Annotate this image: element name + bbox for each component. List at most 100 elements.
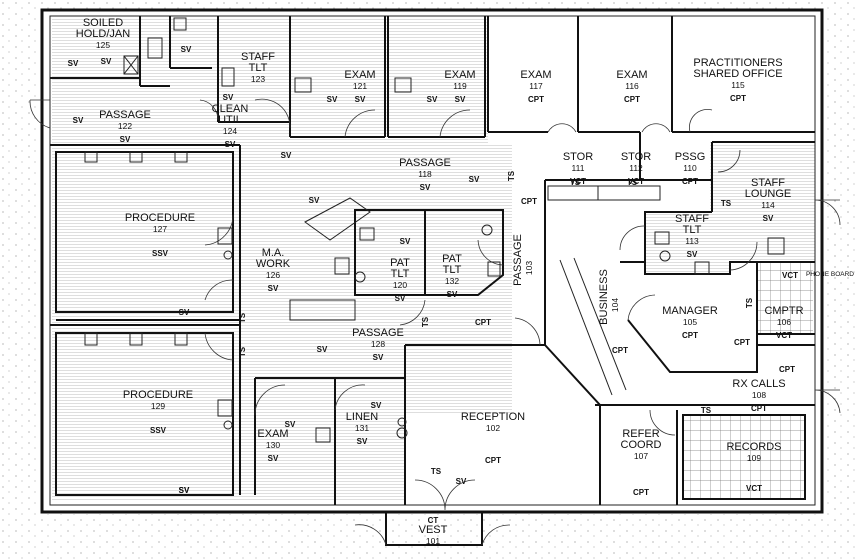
room-finish: SV: [68, 59, 79, 68]
finish-label-sv-128-a: SV: [317, 345, 328, 354]
room-name: TLT: [443, 264, 462, 276]
finish-label-sv-jan-a: SV: [101, 57, 112, 66]
room-name: PAT: [442, 253, 462, 265]
room-name: TLT: [249, 62, 268, 74]
room-name: STOR: [621, 151, 651, 163]
room-number: 121: [353, 81, 367, 91]
finish-label-sv-exam121: SV: [327, 95, 338, 104]
finish-label-sv-exam119: SV: [427, 95, 438, 104]
room-name: EXAM: [444, 69, 475, 81]
room-finish: SV: [420, 183, 431, 192]
room-name: HOLD/JAN: [76, 28, 130, 40]
room-number: 131: [355, 423, 369, 433]
room-number: 123: [251, 74, 265, 84]
finish-label-cpt-passage-mid: CPT: [475, 318, 491, 327]
cmptr-tile-floor: [757, 262, 813, 334]
room-finish: CPT: [633, 488, 649, 497]
room-name: COORD: [621, 439, 662, 451]
room-name: PASSAGE: [352, 327, 404, 339]
room-number: 128: [371, 339, 385, 349]
room-finish: VCT: [746, 484, 762, 493]
room-name: WORK: [256, 258, 291, 270]
room-finish: SV: [268, 454, 279, 463]
room-finish: SV: [447, 290, 458, 299]
room-finish: CPT: [682, 177, 698, 186]
room-name: TLT: [683, 224, 702, 236]
door-swings: [29, 98, 841, 546]
room-number: 125: [96, 40, 110, 50]
room-number: 126: [266, 270, 280, 280]
room-name: STAFF: [751, 177, 785, 189]
room-number: 104: [610, 298, 620, 312]
room-name: SOILED: [83, 17, 123, 29]
room-number: 113: [685, 236, 699, 246]
room-number: 120: [393, 280, 407, 290]
room-number: 115: [731, 80, 745, 90]
room-number: 119: [453, 81, 467, 91]
room-number: 132: [445, 276, 459, 286]
room-finish: SV: [355, 95, 366, 104]
room-number: 129: [151, 401, 165, 411]
finish-label-ts-cmptr: TS: [745, 297, 754, 308]
room-finish: CPT: [528, 95, 544, 104]
finish-label-cpt-business-low: CPT: [612, 346, 628, 355]
room-finish: SSV: [150, 426, 167, 435]
room-finish: CT: [428, 516, 439, 525]
finish-label-sv-passage-a: SV: [281, 151, 292, 160]
finish-label-ts-118: TS: [507, 170, 516, 181]
finish-label-vct-cmptr: VCT: [782, 271, 798, 280]
room-name: EXAM: [344, 69, 375, 81]
finish-label-ts-rx: TS: [701, 406, 712, 415]
room-number: 110: [683, 163, 697, 173]
room-number: 107: [634, 451, 648, 461]
room-finish: SV: [395, 294, 406, 303]
room-finish: SV: [223, 93, 234, 102]
finish-label-sv-passage-left: SV: [73, 116, 84, 125]
finish-label-cpt-rx: CPT: [779, 365, 795, 374]
room-finish: SV: [455, 95, 466, 104]
room-name: EXAM: [520, 69, 551, 81]
room-name: BUSINESS: [598, 269, 610, 325]
room-finish: VCT: [776, 331, 792, 340]
room-number: 102: [486, 423, 500, 433]
room-finish: SV: [373, 353, 384, 362]
finish-label-ts-lounge: TS: [721, 199, 732, 208]
room-number: 118: [418, 169, 432, 179]
finish-label-ts-vest: TS: [431, 467, 442, 476]
room-number: 108: [752, 390, 766, 400]
room-name: M.A.: [262, 247, 285, 259]
room-number: 122: [118, 121, 132, 131]
finish-label-ts-126: TS: [238, 312, 247, 323]
room-number: 130: [266, 440, 280, 450]
room-number: 109: [747, 453, 761, 463]
room-number: 112: [629, 163, 643, 173]
finish-labels: SV SV SV SV SV SV SV SV SV CPT CPT CPT CPT CPT SV SV SV S…: [73, 45, 855, 495]
finish-label-ts-stor-a: TS: [570, 178, 581, 187]
exterior-walls: [40, 8, 824, 514]
room-name: RX CALLS: [732, 378, 785, 390]
room-number: 103: [524, 261, 534, 275]
room-labels: SOILEDHOLD/JAN125SVSTAFFTLT123SVEXAM121S…: [68, 17, 804, 546]
finish-label-sv-exam130: SV: [285, 420, 296, 429]
room-finish: SV: [763, 214, 774, 223]
room-finish: SSV: [152, 249, 169, 258]
